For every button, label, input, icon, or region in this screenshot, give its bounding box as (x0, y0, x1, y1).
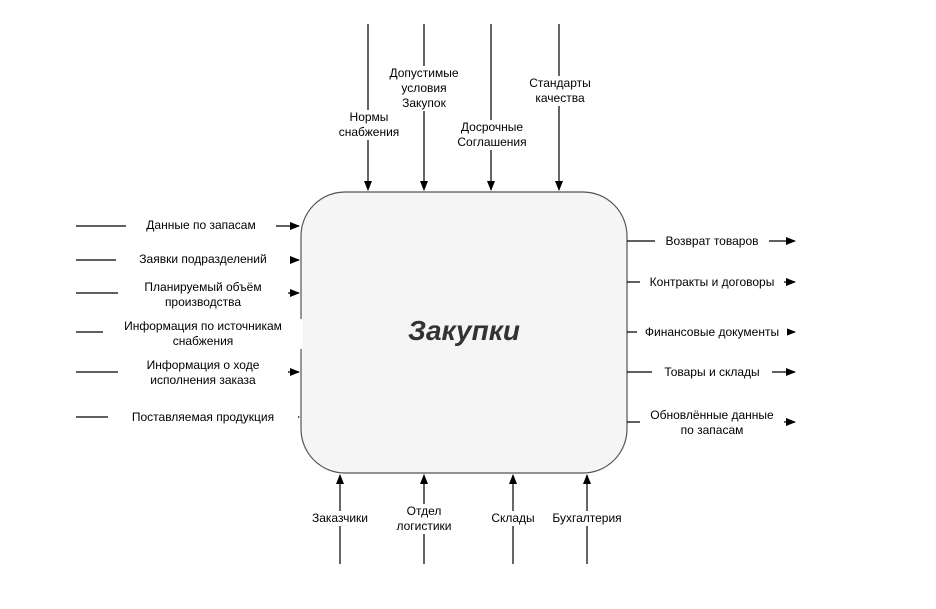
mechanism-label-accounting: Бухгалтерия (547, 511, 627, 526)
output-label-updated-stock: Обновлённые данные по запасам (640, 408, 784, 438)
process-title: Закупки (407, 315, 521, 346)
input-label-planned-volume: Планируемый объём производства (118, 280, 288, 310)
output-label-contracts: Контракты и договоры (640, 275, 784, 290)
input-label-requests: Заявки подразделений (116, 252, 290, 267)
mechanism-label-warehouses: Склады (483, 511, 543, 526)
control-label-agreements: Досрочные Соглашения (451, 120, 533, 150)
output-label-goods-warehouses: Товары и склады (652, 365, 772, 380)
control-label-conditions: Допустимые условия Закупок (380, 66, 468, 111)
control-label-standards: Стандарты качества (520, 76, 600, 106)
input-label-stock-data: Данные по запасам (126, 218, 276, 233)
input-label-order-progress: Информация о ходе исполнения заказа (118, 358, 288, 388)
input-label-supplied-products: Поставляемая продукция (108, 410, 298, 425)
mechanism-label-customers: Заказчики (305, 511, 375, 526)
control-label-norms: Нормы снабжения (330, 110, 408, 140)
output-label-returns: Возврат товаров (655, 234, 769, 249)
input-label-sources: Информация по источникам снабжения (103, 319, 303, 349)
output-label-financial-docs: Финансовые документы (637, 325, 787, 340)
mechanism-label-logistics: Отдел логистики (389, 504, 459, 534)
